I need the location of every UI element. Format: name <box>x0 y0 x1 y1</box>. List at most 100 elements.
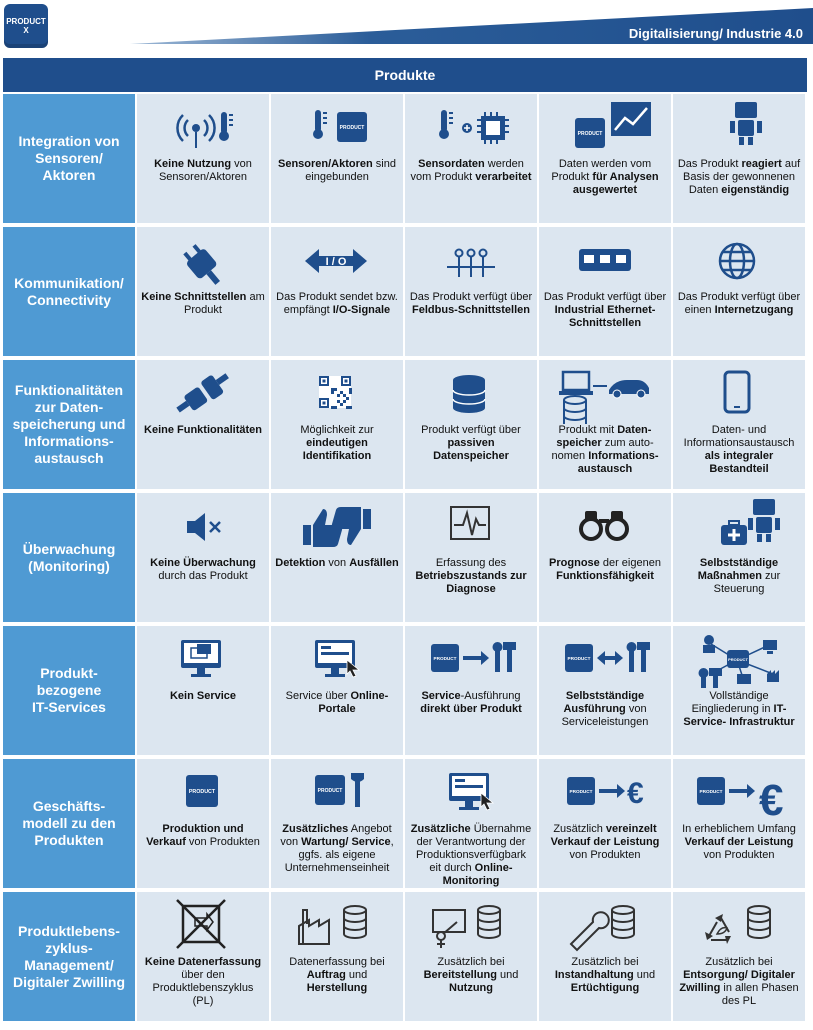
plug-icon <box>143 231 263 291</box>
wrench-database-icon <box>545 896 665 956</box>
product-euro-big-icon: PRODUCT € <box>679 763 799 823</box>
bold-text: Keine Nutzung <box>154 158 232 170</box>
bold-text: Nutzung <box>449 982 493 994</box>
cell-description: Das Produkt verfügt über Feldbus-Schnitt… <box>405 291 537 317</box>
text: zum auto-nomen <box>551 437 654 462</box>
bold-text: I/O-Signale <box>332 304 391 316</box>
bold-text: Keine Überwachung <box>150 557 256 569</box>
matrix-cell: Detektion von Ausfällen <box>271 493 403 622</box>
svg-text:PRODUCT: PRODUCT <box>578 131 603 137</box>
bold-text: Entsorgung/ Digitaler Zwilling <box>679 969 795 994</box>
svg-text:PRODUCT: PRODUCT <box>699 789 722 794</box>
svg-text:PRODUCT: PRODUCT <box>189 789 216 795</box>
matrix-cell: Keine Überwachung durch das Produkt <box>137 493 269 622</box>
text: der eigenen <box>599 557 661 569</box>
text: Service über <box>285 690 351 702</box>
bold-text: Instandhaltung <box>554 969 634 981</box>
cell-description: Selbstständige Ausführung von Servicelei… <box>539 690 671 729</box>
text: zur Steuerung <box>713 570 781 595</box>
bold-text: Sensoren/Aktoren <box>278 158 373 170</box>
matrix-cell: PRODUCT€Zusätzlich vereinzelt Verkauf de… <box>539 759 671 888</box>
svg-text:PRODUCT: PRODUCT <box>340 125 365 131</box>
product-wrench-icon: PRODUCT <box>277 763 397 823</box>
text: Erfassung des <box>435 557 507 569</box>
factory-database-icon <box>277 896 397 956</box>
banner-wedge <box>130 8 813 44</box>
bold-text: Service <box>421 690 461 702</box>
bold-text: direkt über Produkt <box>420 703 522 715</box>
bold-text: Feldbus-Schnittstellen <box>412 304 530 316</box>
bold-text: Zusätzliches <box>282 823 349 835</box>
cell-description: Vollständige Eingliederung in IT-Service… <box>673 690 805 729</box>
cell-description: Detektion von Ausfällen <box>271 557 403 570</box>
matrix-cell: Erfassung des Betriebszustands zur Diagn… <box>405 493 537 622</box>
product-x-logo: PRODUCT X <box>4 4 48 48</box>
monitor-cursor-icon <box>277 630 397 690</box>
text: Das Produkt verfügt über <box>409 291 533 303</box>
text: Daten werden vom Produkt <box>551 158 652 183</box>
text: sind eingebunden <box>305 158 396 183</box>
bold-text: Verkauf der Leistung <box>684 836 794 848</box>
bold-text: IT-Service- Infrastruktur <box>683 703 795 728</box>
matrix-cell: Sensordaten werden vom Produkt verarbeit… <box>405 94 537 223</box>
laptop-car-icon <box>545 364 665 424</box>
bold-text: Ausfällen <box>349 557 399 569</box>
binoculars-icon <box>545 497 665 557</box>
bold-text: vereinzelt Verkauf der Leistung <box>550 823 660 848</box>
cell-description: Das Produkt sendet bzw. empfängt I/O-Sig… <box>271 291 403 317</box>
sensor-wifi-thermometer-icon <box>143 98 263 158</box>
mute-speaker-icon <box>143 497 263 557</box>
io-arrows-icon: I / O <box>277 231 397 291</box>
thermometer-chip-icon <box>411 98 531 158</box>
cell-description: Service über Online-Portale <box>271 690 403 716</box>
matrix-cell: Möglichkeit zur eindeutigen Identifikati… <box>271 360 403 489</box>
bold-text: Zusätzliche <box>410 823 471 835</box>
text: in allen <box>720 982 762 994</box>
text: von Produkten <box>569 849 641 861</box>
presentation-database-icon <box>411 896 531 956</box>
bold-text: eindeutigen Identifikation <box>302 437 372 462</box>
product-arrow-tools-icon: PRODUCT <box>411 630 531 690</box>
product-chart-icon: PRODUCT <box>545 98 665 158</box>
bold-text: Detektion <box>275 557 326 569</box>
cell-description: Sensordaten werden vom Produkt verarbeit… <box>405 158 537 184</box>
svg-text:PRODUCT: PRODUCT <box>433 656 456 661</box>
matrix-cell: Das Produkt verfügt über einen Internetz… <box>673 227 805 356</box>
crossed-box-icon <box>143 896 263 956</box>
row-label: Kommunikation/ Connectivity <box>3 227 135 356</box>
svg-text:I / O: I / O <box>326 256 347 268</box>
text: Das Produkt verfügt über einen <box>677 291 801 316</box>
bold-text: Informations-austausch <box>577 450 659 475</box>
bold-text: Keine Schnittstellen <box>141 291 247 303</box>
cell-description: Keine Schnittstellen am Produkt <box>137 291 269 317</box>
bold-text: Kein Service <box>169 690 237 702</box>
bold-text: Online-Monitoring <box>442 862 513 887</box>
cell-description: Daten werden vom Produkt für Analysen au… <box>539 158 671 197</box>
cell-description: Produktion und Verkauf von Produkten <box>137 823 269 849</box>
matrix-cell: Das Produkt verfügt über Industrial Ethe… <box>539 227 671 356</box>
bold-text: eigenständig <box>721 184 790 196</box>
matrix-cell: Service über Online-Portale <box>271 626 403 755</box>
bold-text: Herstellung <box>306 982 368 994</box>
text: Das Produkt <box>677 158 742 170</box>
cell-description: In erheblichem Umfang Verkauf der Leistu… <box>673 823 805 862</box>
bold-text: Selbstständige Maßnahmen <box>697 557 779 582</box>
text: von Produkten <box>185 836 260 848</box>
matrix-cell: Produkt mit Daten-speicher zum auto-nome… <box>539 360 671 489</box>
svg-text:€: € <box>759 776 783 823</box>
cell-description: Sensoren/Aktoren sind eingebunden <box>271 158 403 184</box>
text: von <box>325 557 350 569</box>
text: und <box>345 969 368 981</box>
text: Phasen des PL <box>721 982 799 1007</box>
bold-text: Online-Portale <box>318 690 389 715</box>
bold-text: Keine Funktionalitäten <box>144 424 262 436</box>
bold-text: Internetzugang <box>714 304 794 316</box>
text: Übernahme der Verantwortung der Produkti… <box>415 823 532 874</box>
text: von Produkten <box>703 849 775 861</box>
